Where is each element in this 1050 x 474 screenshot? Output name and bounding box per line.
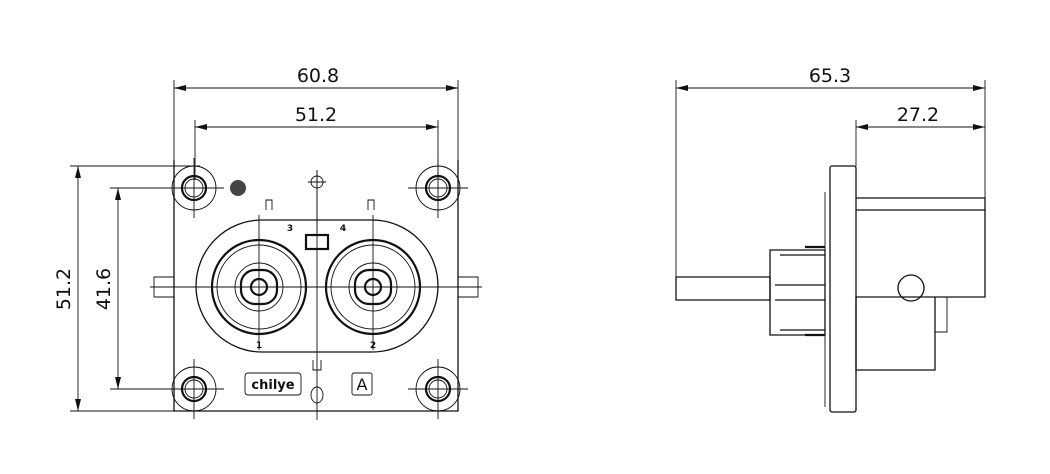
brand-logo-box (244, 372, 302, 396)
dim-label: 41.6 (93, 268, 115, 310)
dim-label: 65.3 (809, 65, 851, 87)
dimension-hole-spacing-v: 41.6 (93, 187, 195, 390)
flange (829, 165, 857, 413)
date-code-stamp (230, 180, 246, 196)
contact-pin (675, 276, 771, 301)
dimension-width-overall: 60.8 (173, 65, 459, 160)
rear-body (855, 197, 986, 371)
mounting-holes (164, 158, 468, 419)
pin-label-1: 1 (256, 341, 262, 351)
dimension-rear-length: 27.2 (855, 104, 985, 166)
pin-label-4: 4 (340, 224, 346, 234)
dimension-hole-spacing-h: 51.2 (194, 104, 439, 180)
dim-label: 51.2 (53, 268, 75, 310)
dim-label: 27.2 (897, 104, 939, 126)
pin-label-3: 3 (287, 224, 293, 234)
center-lines (150, 170, 482, 420)
signal-connector (304, 233, 330, 251)
side-view: 65.3 27.2 (675, 65, 986, 413)
dim-label: 60.8 (297, 65, 339, 87)
plug-block (769, 249, 826, 336)
housing-outline (195, 219, 439, 353)
front-view: 60.8 51.2 51.2 41.6 (53, 65, 482, 420)
variant-mark: A (357, 375, 368, 394)
dim-label: 51.2 (295, 104, 337, 126)
mounting-plate (173, 160, 459, 412)
pin-label-2: 2 (370, 341, 376, 351)
brand-logo: chilye (251, 378, 294, 393)
vent-plug (897, 274, 925, 302)
dimension-height-overall: 51.2 (53, 165, 200, 412)
dimension-length-overall: 65.3 (675, 65, 986, 280)
